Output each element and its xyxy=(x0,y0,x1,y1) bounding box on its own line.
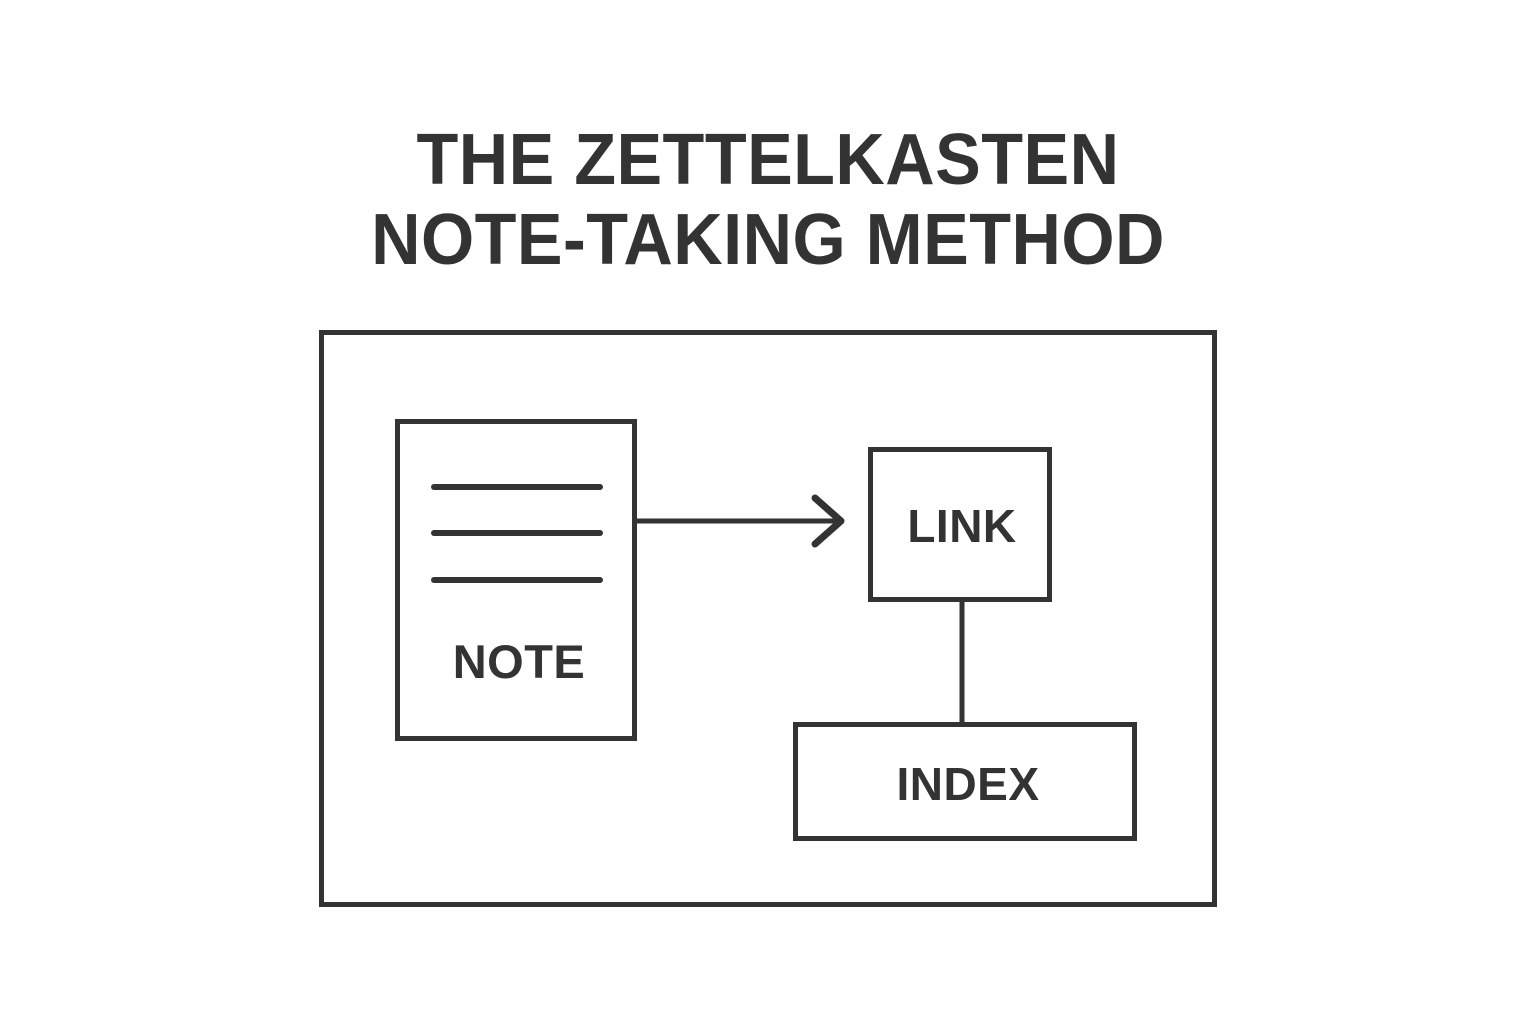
node-link[interactable]: LINK xyxy=(868,447,1052,602)
title-line-1: THE ZETTELKASTEN xyxy=(416,120,1120,200)
arrow-head-icon xyxy=(811,494,845,548)
node-index[interactable]: INDEX xyxy=(793,722,1137,841)
note-label: NOTE xyxy=(453,635,586,688)
zettelkasten-frame xyxy=(319,330,1217,907)
edge-note-to-link xyxy=(637,494,845,548)
index-label: INDEX xyxy=(896,758,1039,810)
link-box-outline[interactable] xyxy=(868,447,1052,602)
title-line-2: NOTE-TAKING METHOD xyxy=(371,200,1165,280)
index-box-outline[interactable] xyxy=(793,722,1137,841)
node-note[interactable]: NOTE xyxy=(395,419,637,741)
link-label: LINK xyxy=(907,500,1016,552)
page-title: THE ZETTELKASTEN NOTE-TAKING METHOD xyxy=(0,120,1536,280)
